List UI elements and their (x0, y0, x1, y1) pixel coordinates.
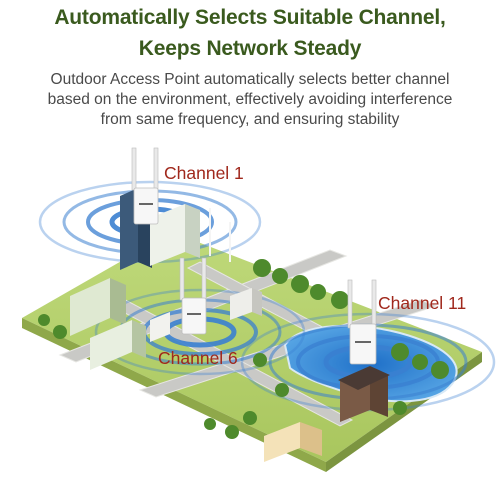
description-line-3: from same frequency, and ensuring stabil… (100, 111, 400, 128)
access-point-channel-11 (347, 279, 377, 365)
buildings (70, 188, 390, 462)
page-subtitle: Keeps Network Steady (138, 37, 362, 60)
description: Outdoor Access Point automatically selec… (30, 70, 470, 130)
description-line-2: based on the environment, effectively av… (47, 91, 453, 108)
channel-11-label: Channel 11 (378, 293, 467, 313)
channel-6-label: Channel 6 (158, 348, 238, 368)
page-title: Automatically Selects Suitable Channel, (54, 6, 446, 29)
access-point-channel-1 (131, 147, 159, 225)
channel-1-label: Channel 1 (164, 163, 244, 183)
access-point-channel-6 (179, 257, 207, 335)
city-network-illustration (22, 147, 496, 472)
trees (38, 259, 449, 439)
description-line-1: Outdoor Access Point automatically selec… (50, 71, 450, 88)
